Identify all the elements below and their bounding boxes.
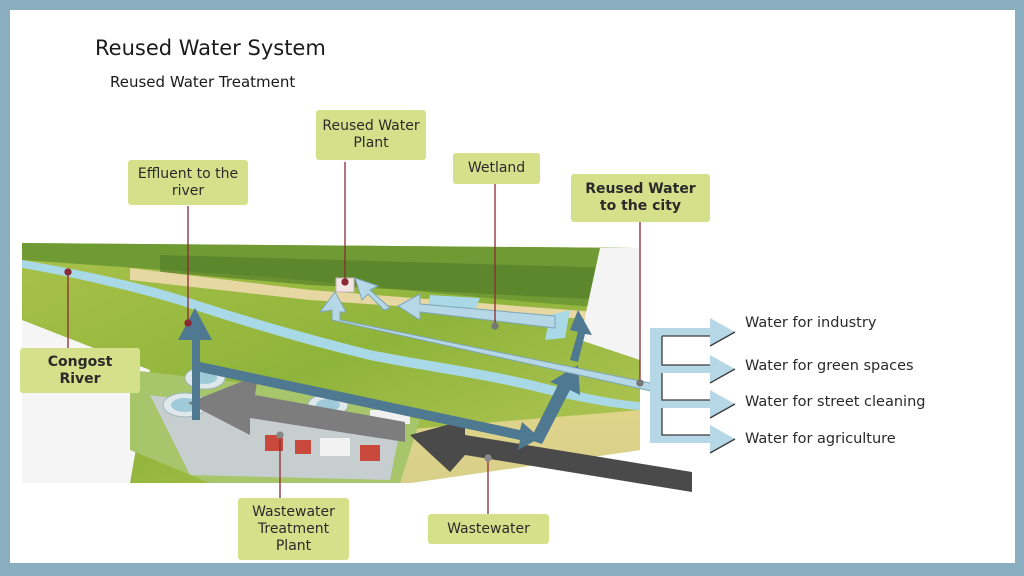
callout-reused-water-to-city: Reused Water to the city bbox=[571, 174, 710, 222]
water-system-illustration bbox=[22, 162, 736, 517]
use-industry: Water for industry bbox=[745, 315, 877, 331]
use-agriculture: Water for agriculture bbox=[745, 431, 896, 447]
distribution-manifold bbox=[650, 318, 736, 454]
callout-reused-water-plant: Reused Water Plant bbox=[316, 110, 426, 160]
callout-wastewater: Wastewater bbox=[428, 514, 549, 544]
congost-river bbox=[22, 260, 640, 410]
wastewater-arrow bbox=[410, 420, 692, 492]
effluent-arrow bbox=[178, 308, 540, 450]
wetland-feed-arrow bbox=[530, 365, 580, 444]
use-street-cleaning: Water for street cleaning bbox=[745, 394, 926, 410]
callout-wastewater-treatment-plant: Wastewater Treatment Plant bbox=[238, 498, 349, 560]
callout-congost-river: Congost River bbox=[20, 348, 140, 393]
treatment-arrow bbox=[188, 375, 405, 442]
reused-water-arrow bbox=[397, 293, 556, 329]
page-subtitle: Reused Water Treatment bbox=[110, 73, 296, 91]
page-title: Reused Water System bbox=[95, 36, 326, 60]
callout-effluent: Effluent to the river bbox=[128, 160, 248, 205]
callout-wetland: Wetland bbox=[453, 153, 540, 184]
use-green-spaces: Water for green spaces bbox=[745, 358, 914, 374]
slide: Reused Water System Reused Water Treatme… bbox=[10, 10, 1015, 563]
